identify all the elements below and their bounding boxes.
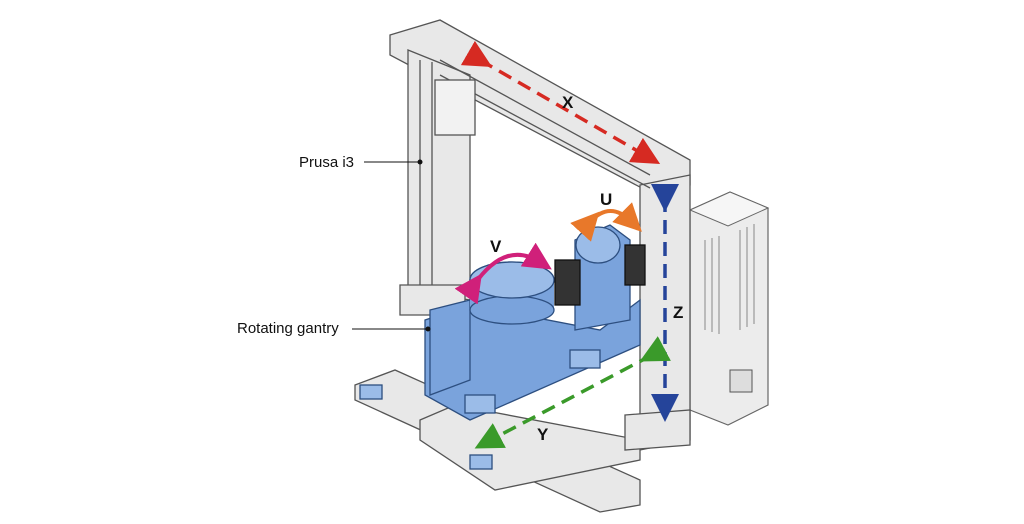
v-axis-label: V bbox=[490, 237, 502, 256]
y-axis-label: Y bbox=[537, 425, 549, 444]
prusa-i3-label: Prusa i3 bbox=[299, 154, 354, 171]
x-axis-label: X bbox=[562, 93, 574, 112]
z-axis-label: Z bbox=[673, 303, 683, 322]
u-rotation-arrow bbox=[570, 202, 642, 242]
v-rotation-arrow bbox=[454, 242, 552, 305]
x-axis-arrow bbox=[460, 40, 661, 165]
u-axis-label: U bbox=[600, 190, 612, 209]
power-supply bbox=[688, 191, 770, 426]
rotating-gantry-label: Rotating gantry bbox=[237, 320, 339, 337]
y-axis-arrow bbox=[474, 336, 671, 449]
